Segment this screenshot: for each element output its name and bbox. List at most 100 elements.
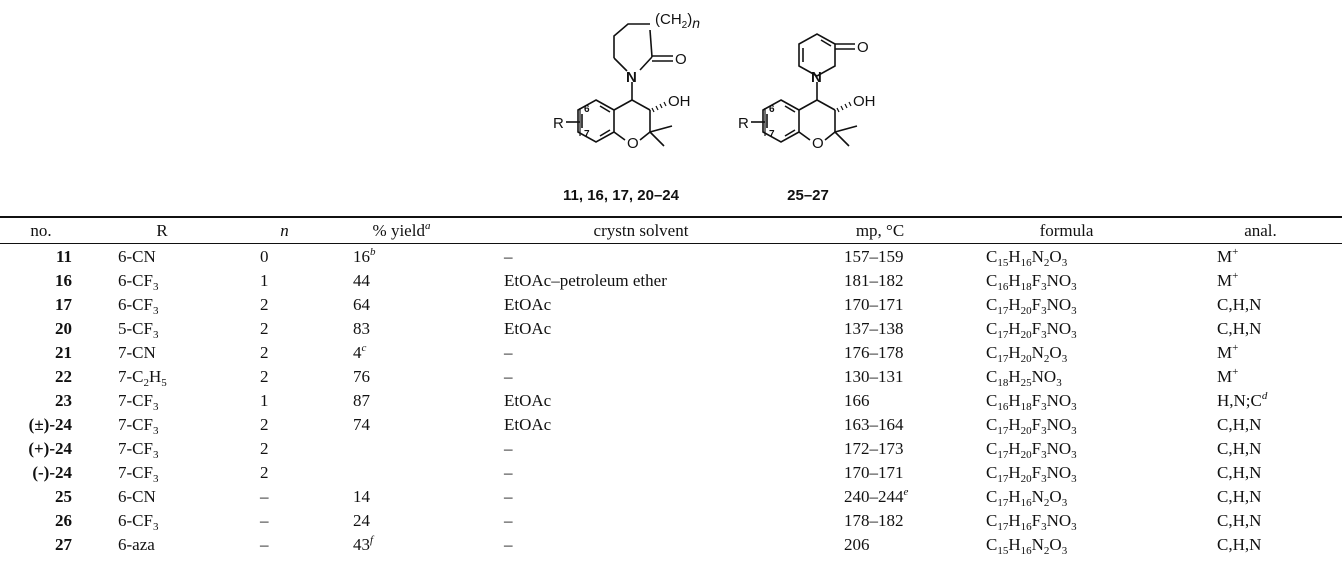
cell-formula: C17H16F3NO3 [986,511,1077,533]
cell-substituent: 5-CF3 [118,319,159,341]
structure-drawings: (CH2)n O N OH O R 6 7 O N OH O R 6 7 [553,11,876,152]
cell-compound-no: 20 [55,319,72,338]
cell-compound-no: 26 [55,511,72,530]
header-solvent: crystn solvent [593,221,689,240]
cell-mp: 172–173 [844,439,904,458]
ring-oxygen-label-b: O [812,135,824,152]
hydroxyl-label-a: OH [668,93,691,110]
structure-a-caption: 11, 16, 17, 20–24 [563,187,679,204]
cell-mp: 176–178 [844,343,904,362]
table-header-rule [0,243,1342,244]
ring-position-6-a: 6 [584,104,590,115]
cell-analysis: M+ [1217,270,1239,291]
cell-solvent: – [504,343,513,362]
cell-formula: C16H18F3NO3 [986,391,1077,413]
cell-yield: 83 [353,319,370,338]
cell-compound-no: 23 [55,391,72,410]
cell-solvent: – [504,439,513,458]
cell-n: 1 [260,271,269,290]
header-formula: formula [1039,221,1094,240]
cell-analysis: C,H,N [1217,439,1262,458]
cell-solvent: – [504,535,513,554]
cell-solvent: – [504,367,513,386]
cell-analysis: M+ [1217,366,1239,387]
cell-substituent: 7-CF3 [118,439,159,461]
cell-solvent: – [504,487,513,506]
cell-mp: 240–244e [844,486,909,507]
cell-compound-no: 11 [55,247,72,266]
header-anal: anal. [1244,221,1277,240]
cell-substituent: 6-CF3 [118,271,159,293]
cell-mp: 170–171 [844,463,904,482]
cell-formula: C17H20N2O3 [986,343,1068,365]
table-header-row: no. R n % yielda crystn solvent mp, °C f… [0,219,1342,243]
structure-b-caption: 25–27 [787,187,829,204]
ring-position-6-b: 6 [769,104,775,115]
cell-compound-no: 21 [55,343,72,362]
cell-yield: 44 [353,271,370,290]
ring-position-7-b: 7 [769,129,775,140]
cell-substituent: 7-C2H5 [118,367,167,389]
cell-n: 2 [260,343,269,362]
cell-solvent: EtOAc [504,415,552,434]
cell-n: 2 [260,415,269,434]
oxo-label-a: O [675,51,687,68]
cell-analysis: C,H,N [1217,415,1262,434]
hydroxyl-label-b: OH [853,93,876,110]
cell-mp: 137–138 [844,319,904,338]
cell-yield: 14 [353,487,370,506]
cell-formula: C15H16N2O3 [986,247,1068,269]
cell-compound-no: 27 [55,535,72,554]
cell-solvent: – [504,463,513,482]
cell-analysis: M+ [1217,246,1239,267]
structure-b [751,33,858,147]
cell-substituent: 6-CF3 [118,511,159,533]
nitrogen-label-b: N [811,69,822,86]
cell-solvent: – [504,247,513,266]
cell-yield: 24 [353,511,370,530]
cell-solvent: EtOAc–petroleum ether [504,271,667,290]
cell-mp: 170–171 [844,295,904,314]
cell-compound-no: 22 [55,367,72,386]
cell-analysis: C,H,N [1217,463,1262,482]
cell-compound-no: 16 [55,271,72,290]
cell-compound-no: 17 [55,295,72,314]
table-top-rule [0,216,1342,218]
cell-yield: 16b [353,246,376,267]
cell-n: 2 [260,295,269,314]
cell-formula: C17H20F3NO3 [986,319,1077,341]
header-n: n [280,221,289,240]
cell-substituent: 6-aza [118,535,155,554]
cell-solvent: EtOAc [504,391,552,410]
cell-yield: 87 [353,391,370,410]
cell-yield: 43f [353,534,374,555]
cell-formula: C17H20F3NO3 [986,439,1077,461]
cell-solvent: EtOAc [504,319,552,338]
cell-formula: C16H18F3NO3 [986,271,1077,293]
cell-yield: 64 [353,295,370,314]
cell-analysis: C,H,N [1217,535,1262,554]
cell-n: 1 [260,391,269,410]
cell-formula: C17H20F3NO3 [986,415,1077,437]
header-yield: % yielda [372,220,431,241]
ring-oxygen-label-a: O [627,135,639,152]
cell-compound-no: (-)-24 [32,463,72,482]
header-no: no. [30,221,52,240]
cell-analysis: H,N;Cd [1217,390,1268,411]
cell-compound-no: 25 [55,487,72,506]
cell-yield [327,437,476,461]
cell-compound-no: (+)-24 [28,439,72,458]
oxo-label-b: O [857,39,869,56]
cell-yield: 76 [353,367,370,386]
cell-n: – [260,511,269,530]
cell-mp: 178–182 [844,511,904,530]
cell-analysis: C,H,N [1217,487,1262,506]
